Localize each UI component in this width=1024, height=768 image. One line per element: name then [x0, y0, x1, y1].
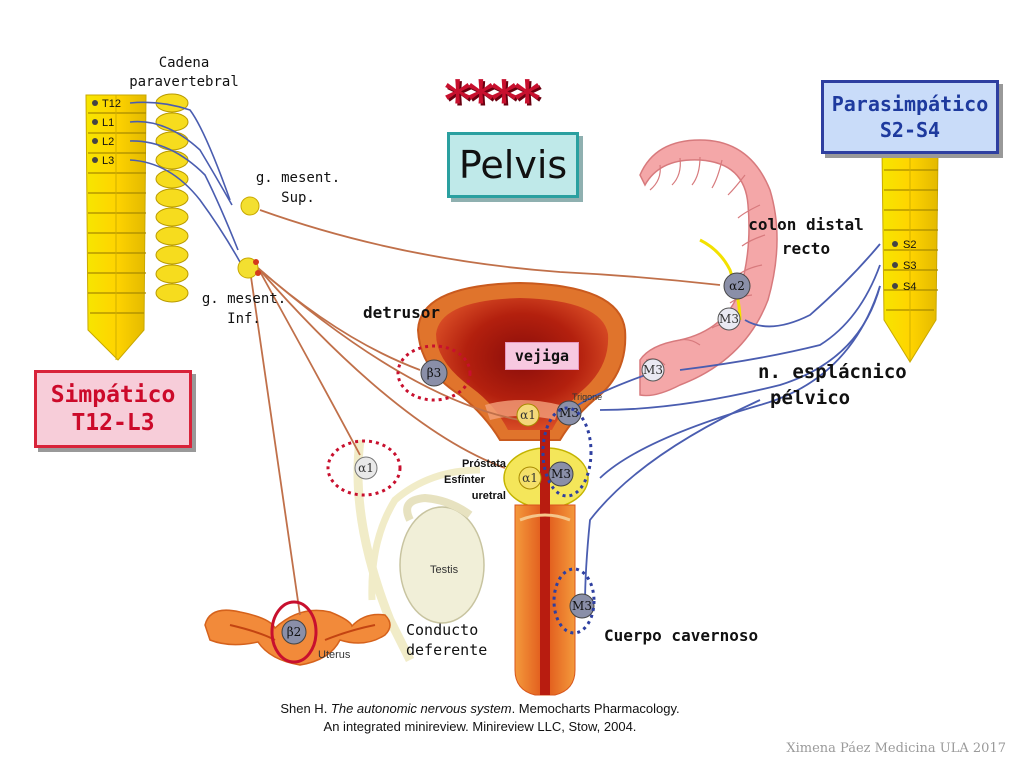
parasympathetic-line2: S2-S4 [879, 118, 941, 142]
parasympathetic-line1: Parasimpático [831, 92, 989, 116]
vas-deferens [353, 439, 415, 663]
vertebra-label: S3 [903, 260, 916, 272]
inf-label-line1: g. mesent. [201, 291, 287, 307]
penis-urethra [514, 430, 576, 696]
vas-deferens-label: Conducto deferente [406, 620, 487, 660]
highlight-circles [270, 344, 596, 664]
vejiga-label: vejiga [505, 342, 579, 370]
m3-trigone-receptor: M3 [556, 400, 582, 426]
alpha2-colon-receptor: α2 [723, 272, 751, 300]
sup-label-line2: Sup. [281, 190, 315, 206]
colon-rectum [639, 139, 778, 397]
prostate-label-line2: Esfínter [444, 474, 485, 486]
sympathetic-box: Simpático T12-L3 [34, 370, 192, 448]
m3-cavernous-receptor: M3 [569, 593, 595, 619]
sympathetic-line2: T12-L3 [71, 410, 155, 436]
deferens-label-line1: Conducto [406, 621, 479, 639]
parasympathetic-box: Parasimpático S2-S4 [821, 80, 999, 154]
mesenteric-ganglia [237, 196, 261, 279]
colon-label-line1: colon distal [748, 215, 864, 234]
colon-label-line2: recto [781, 239, 831, 258]
trigone-label: Trigone [572, 392, 602, 402]
alpha1-trigone-receptor: α1 [516, 403, 540, 427]
title-text: Pelvis [458, 143, 568, 187]
svg-text:M3: M3 [572, 599, 592, 613]
pelvic-splanchnic-nerve-label: n. esplácnico pélvico [758, 359, 907, 411]
uterus-label: Uterus [318, 649, 351, 661]
citation-line2: An integrated minireview. Minireview LLC… [323, 719, 637, 734]
svg-text:α1: α1 [358, 461, 374, 475]
parasympathetic-nerves [569, 243, 881, 606]
chain-label-line2: paravertebral [129, 74, 239, 90]
inf-label-line2: Inf. [227, 311, 261, 327]
beta3-receptor: β3 [420, 359, 448, 387]
prostate-sphincter-label: Próstata Esfínter uretral [440, 456, 506, 504]
svg-text:β3: β3 [427, 366, 442, 380]
prostate-label-line3: uretral [471, 490, 506, 502]
svg-text:M3: M3 [643, 363, 663, 377]
m3-prostate-receptor: M3 [548, 461, 574, 487]
vertebra-label: L2 [102, 136, 114, 148]
right-spinal-cord [881, 149, 939, 363]
detrusor-label: detrusor [363, 303, 441, 322]
citation: Shen H. The autonomic nervous system. Me… [200, 700, 760, 736]
vertebra-label: L1 [102, 117, 114, 129]
vertebra-label: T12 [102, 98, 121, 110]
vertebra-label: L3 [102, 155, 114, 167]
inferior-mesenteric-ganglion-label: g. mesent. Inf. [196, 289, 292, 329]
m3-bladder-receptor: M3 [641, 358, 665, 382]
sympathetic-rami [129, 101, 241, 263]
citation-author: Shen H. [280, 701, 331, 716]
splanchnic-label-line2: pélvico [770, 387, 851, 409]
vertebra-label: S2 [903, 239, 916, 251]
page-title: Pelvis [447, 132, 579, 198]
m3-colon-receptor: M3 [717, 307, 741, 331]
superior-mesenteric-ganglion-label: g. mesent. Sup. [250, 168, 346, 208]
left-spinal-cord [85, 94, 147, 361]
sympathetic-line1: Simpático [50, 382, 176, 408]
testis-label: Testis [430, 564, 459, 576]
svg-text:α1: α1 [522, 471, 538, 485]
chain-label-line1: Cadena [158, 55, 210, 71]
svg-text:α2: α2 [729, 279, 745, 293]
svg-text:M3: M3 [559, 406, 579, 420]
svg-text:M3: M3 [551, 467, 571, 481]
citation-work: The autonomic nervous system [330, 701, 512, 716]
svg-text:M3: M3 [719, 312, 739, 326]
citation-rest: . Memocharts Pharmacology. [511, 701, 680, 716]
alpha1-prostate-receptor: α1 [518, 466, 542, 490]
vas-deferens-upper [368, 466, 481, 601]
corpus-cavernosum-label: Cuerpo cavernoso [604, 626, 759, 645]
svg-text:β2: β2 [287, 625, 302, 639]
colon-label: colon distal recto [746, 213, 866, 261]
sup-label-line1: g. mesent. [255, 170, 341, 186]
paravertebral-chain-label: Cadena paravertebral [128, 54, 240, 92]
importance-stars: **** [444, 70, 541, 131]
footer-credit: Ximena Páez Medicina ULA 2017 [786, 741, 1006, 756]
receptor-markers: β3 α1 α1 M3 α1 M3 M3 α2 [281, 272, 751, 645]
svg-text:α1: α1 [520, 408, 536, 422]
vertebra-levels-left: T12 L1 L2 L3 [92, 98, 121, 167]
vertebra-levels-right: S2 S3 S4 [892, 239, 916, 293]
vertebra-label: S4 [903, 281, 916, 293]
testis: Testis [399, 493, 485, 624]
splanchnic-label-line1: n. esplácnico [758, 361, 907, 383]
alpha1-deferens-receptor: α1 [354, 456, 378, 480]
prostate-label-line1: Próstata [461, 458, 506, 470]
deferens-label-line2: deferente [406, 641, 488, 659]
beta2-uterus-receptor: β2 [281, 619, 307, 645]
